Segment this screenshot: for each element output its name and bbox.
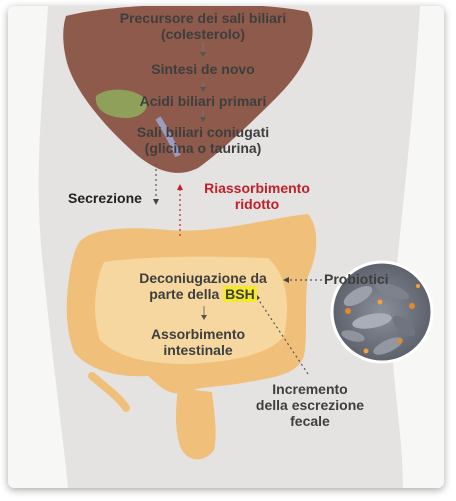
conjugated-line1: Sali biliari coniugati — [136, 124, 270, 140]
liver-shape — [63, 6, 313, 173]
deconjugation-line2-prefix: parte della — [149, 286, 220, 302]
probiotics-arrowhead — [283, 277, 289, 283]
fecal-label: Incremento della escrezione fecale — [240, 381, 380, 429]
reabsorption-line1: Riassorbimento — [204, 180, 310, 196]
deconjugation-label: Deconiugazione da parte della BSH — [113, 270, 293, 302]
appendix — [88, 372, 130, 412]
probiotics-label: Probiotici — [324, 271, 389, 287]
arrowhead-1 — [200, 52, 206, 57]
deconjugation-line1: Deconiugazione da — [139, 270, 267, 286]
precursor-line2: (colesterolo) — [160, 26, 245, 42]
conjugated-label: Sali biliari coniugati (glicina o taurin… — [103, 124, 303, 156]
arrowhead-3 — [200, 117, 206, 122]
absorption-line2: intestinale — [163, 342, 233, 358]
primary-acids-label: Acidi biliari primari — [139, 93, 267, 109]
absorption-line1: Assorbimento — [150, 326, 246, 342]
arrowhead-2 — [200, 87, 206, 92]
reabsorption-label: Riassorbimento ridotto — [192, 180, 322, 212]
diagram-artwork — [38, 6, 434, 488]
diagram-frame: Precursore dei sali biliari (colesterolo… — [8, 6, 444, 488]
bile-duct — [155, 116, 181, 158]
reabsorption-line2: ridotto — [234, 196, 280, 212]
fecal-line3: fecale — [290, 413, 330, 429]
absorption-label: Assorbimento intestinale — [113, 326, 283, 358]
deconjugation-line2: parte della BSH — [113, 286, 293, 302]
secretion-label: Secrezione — [68, 190, 142, 206]
conjugated-line2: (glicina o taurina) — [144, 140, 262, 156]
fecal-line2: della escrezione — [255, 397, 365, 413]
probiotics-bacteria-image — [330, 260, 434, 364]
fecal-line1: Incremento — [272, 381, 348, 397]
secretion-arrowhead — [153, 199, 159, 205]
synthesis-label: Sintesi de novo — [151, 61, 255, 77]
small-intestine — [95, 256, 287, 364]
precursor-label: Precursore dei sali biliari (colesterolo… — [103, 10, 303, 42]
bsh-highlight: BSH — [223, 286, 257, 302]
gallbladder-shape — [95, 89, 147, 118]
reabsorption-arrowhead — [177, 184, 183, 190]
fecal-arrow — [255, 295, 309, 375]
precursor-line1: Precursore dei sali biliari — [119, 10, 287, 26]
absorption-arrowhead — [201, 315, 207, 320]
rectum — [176, 388, 216, 460]
